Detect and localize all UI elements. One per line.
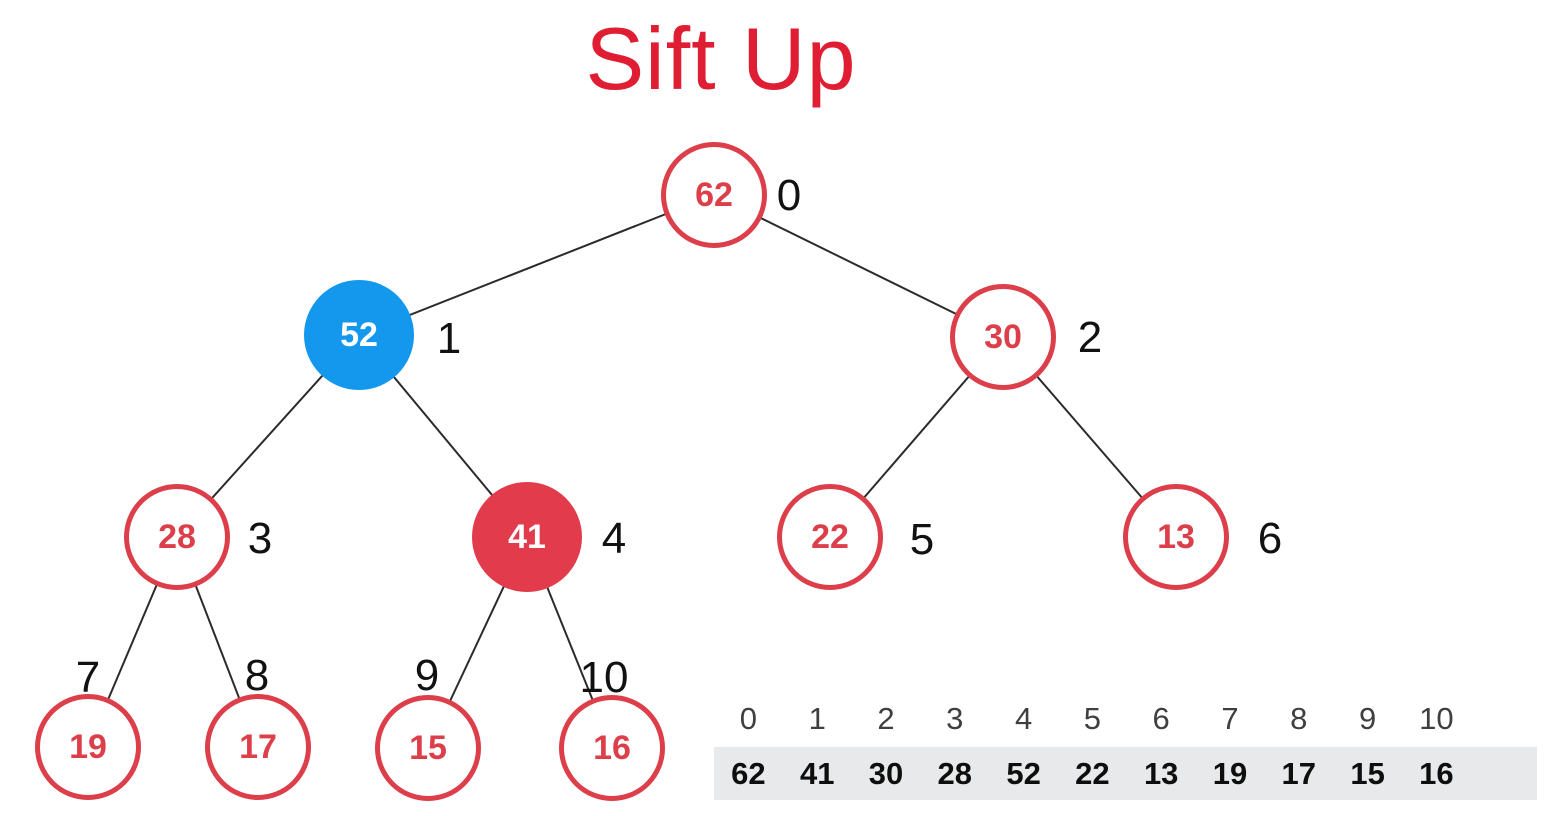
heap-node-2: 30: [950, 284, 1056, 390]
heap-node-index-label-1: 1: [436, 314, 462, 363]
array-value: 17: [1281, 755, 1317, 791]
heap-node-0: 62: [661, 142, 767, 248]
heap-node-value: 19: [69, 727, 107, 766]
page-title: Sift Up: [585, 9, 857, 108]
heap-node-1: 52: [304, 280, 414, 390]
heap-node-10: 16: [559, 695, 665, 801]
array-index: 9: [1358, 701, 1377, 736]
array-index: 4: [1014, 701, 1033, 736]
heap-node-value: 13: [1157, 517, 1195, 556]
heap-node-index-label-7: 7: [75, 653, 101, 702]
array-index-row: 0 1 2 3 4 5 6 7 8 9 10: [714, 700, 1471, 738]
heap-node-8: 17: [205, 694, 311, 800]
heap-node-5: 22: [777, 484, 883, 590]
heap-node-index-label-8: 8: [244, 651, 270, 700]
array-value-row: 62 41 30 28 52 22 13 19 17 15 16: [714, 747, 1537, 800]
heap-node-value: 16: [593, 728, 631, 767]
heap-node-index-label-4: 4: [601, 514, 627, 563]
heap-node-value: 15: [409, 728, 447, 767]
heap-node-index-label-10: 10: [579, 653, 629, 702]
array-value: 30: [868, 755, 904, 791]
heap-node-index-label-2: 2: [1077, 313, 1103, 362]
array-value: 16: [1419, 755, 1454, 791]
array-value: 13: [1143, 755, 1179, 791]
heap-node-index-label-6: 6: [1257, 514, 1283, 563]
array-index: 5: [1083, 701, 1101, 736]
heap-node-index-label-3: 3: [247, 514, 273, 563]
array-index: 10: [1419, 701, 1454, 736]
heap-node-index-label-5: 5: [909, 515, 935, 564]
array-value: 19: [1212, 755, 1248, 791]
array-index: 0: [739, 701, 758, 736]
array-value: 22: [1075, 755, 1110, 791]
heap-node-6: 13: [1123, 484, 1229, 590]
array-value: 41: [799, 755, 835, 791]
heap-node-value: 41: [508, 517, 546, 556]
array-value: 52: [1006, 755, 1041, 791]
heap-node-index-label-0: 0: [776, 171, 802, 220]
array-value: 28: [937, 755, 973, 791]
heap-node-index-label-9: 9: [414, 651, 440, 700]
heap-node-value: 17: [239, 727, 277, 766]
heap-node-value: 28: [158, 517, 196, 556]
heap-node-4: 41: [472, 482, 582, 592]
heap-node-value: 22: [811, 517, 849, 556]
heap-node-value: 52: [340, 315, 378, 354]
heap-node-3: 28: [124, 484, 230, 590]
array-index: 2: [877, 701, 895, 736]
array-index: 3: [946, 701, 964, 736]
heap-node-7: 19: [35, 694, 141, 800]
array-index: 8: [1290, 701, 1308, 736]
tree-edge-0-1: [358, 194, 715, 336]
array-index: 6: [1152, 701, 1170, 736]
heap-node-9: 15: [375, 695, 481, 801]
array-value: 15: [1350, 755, 1385, 791]
heap-node-value: 62: [695, 175, 733, 214]
heap-node-value: 30: [984, 317, 1022, 356]
array-index: 7: [1221, 701, 1239, 736]
array-index: 1: [808, 701, 826, 736]
array-value: 62: [731, 755, 766, 791]
